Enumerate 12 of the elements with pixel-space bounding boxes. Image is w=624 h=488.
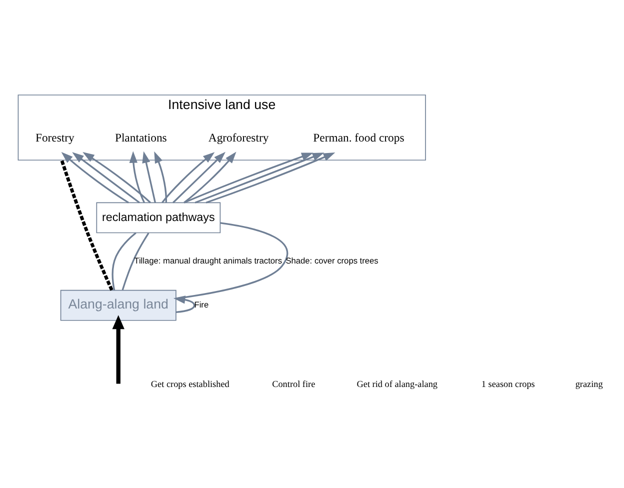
label: Get rid of alang-alang [356, 378, 438, 389]
label: 1 season crops [481, 378, 535, 389]
node-text: Agroforestry [208, 132, 269, 145]
label: Control fire [272, 378, 316, 389]
node-text: Forestry [35, 132, 74, 145]
edge-label: Tillage: manual draught animals tractors [134, 256, 282, 266]
node-text: Plantations [114, 132, 167, 145]
node-text: Perman. food crops [313, 132, 404, 145]
label: Get crops established [150, 378, 230, 389]
label: grazing [575, 378, 603, 389]
edge-label: Shade: cover crops trees [286, 256, 378, 266]
edge-label: Fire [194, 299, 209, 310]
